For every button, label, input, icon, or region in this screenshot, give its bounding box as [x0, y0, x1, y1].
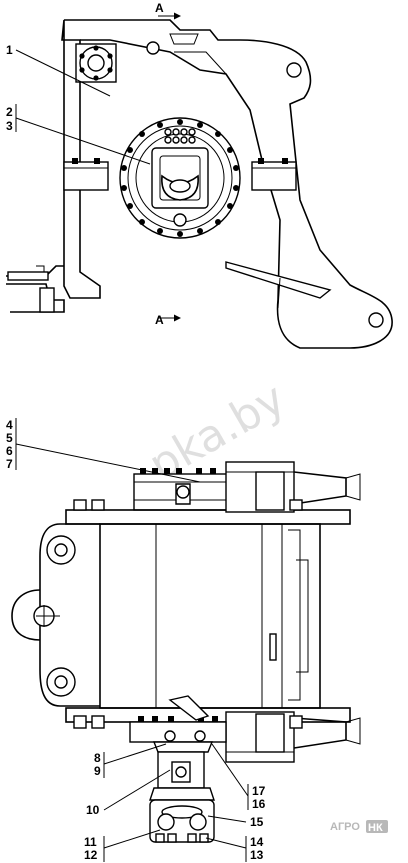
main-frame-body — [65, 509, 351, 723]
callout-12: 12 — [84, 848, 98, 862]
callout-6: 6 — [6, 444, 13, 458]
leader-8-9 — [103, 743, 167, 765]
hinged-plate — [225, 261, 332, 309]
callout-15: 15 — [250, 815, 264, 829]
leader-4-7 — [15, 443, 201, 483]
bolt-flange-top — [75, 43, 117, 83]
agronk-logo: АГРО НК — [330, 820, 388, 834]
frame-inner — [174, 51, 227, 75]
logo-text-right: НК — [368, 822, 383, 834]
gear-motor-bottom — [129, 695, 227, 753]
frame-body — [61, 19, 101, 299]
callout-11: 11 — [84, 835, 97, 849]
callout-1: 1 — [6, 43, 13, 57]
callout-8: 8 — [94, 751, 101, 765]
leader-13-14 — [205, 837, 247, 849]
leader-11-12 — [103, 829, 161, 849]
callout-10: 10 — [86, 803, 100, 817]
bottom-left-bracket — [6, 265, 65, 313]
lug-hole-bottom — [368, 312, 384, 328]
callout-3: 3 — [6, 119, 13, 133]
callout-9: 9 — [94, 764, 101, 778]
lug-hole-top — [286, 62, 302, 78]
frame-hole — [146, 41, 160, 55]
leader-10 — [103, 769, 171, 811]
callout-2: 2 — [6, 105, 13, 119]
top-view: А А — [6, 1, 393, 349]
end-bolts — [73, 499, 303, 729]
bottom-view — [11, 461, 361, 843]
callout-14: 14 — [250, 835, 264, 849]
top-bracket — [169, 33, 199, 45]
callout-16: 16 — [252, 797, 266, 811]
callout-7: 7 — [6, 457, 13, 471]
side-block-left — [63, 158, 109, 191]
callout-13: 13 — [250, 848, 264, 862]
side-block-right — [251, 158, 297, 191]
rotary-drive-flange — [119, 117, 241, 239]
leader-15 — [207, 815, 247, 823]
gear-motor-top — [133, 468, 229, 511]
hydraulic-motor — [149, 751, 215, 843]
section-mark-top: А — [155, 1, 164, 15]
section-mark-bottom: А — [155, 313, 164, 327]
callout-17: 17 — [252, 784, 266, 798]
frame-outline — [64, 19, 393, 349]
leader-2-3 — [15, 117, 151, 165]
callout-4: 4 — [6, 418, 13, 432]
left-end-plate — [11, 523, 100, 707]
leader-1 — [15, 49, 111, 97]
callout-5: 5 — [6, 431, 13, 445]
right-arm-top — [225, 461, 361, 513]
leader-16-17 — [211, 743, 249, 797]
logo-text-left: АГРО — [330, 821, 360, 833]
